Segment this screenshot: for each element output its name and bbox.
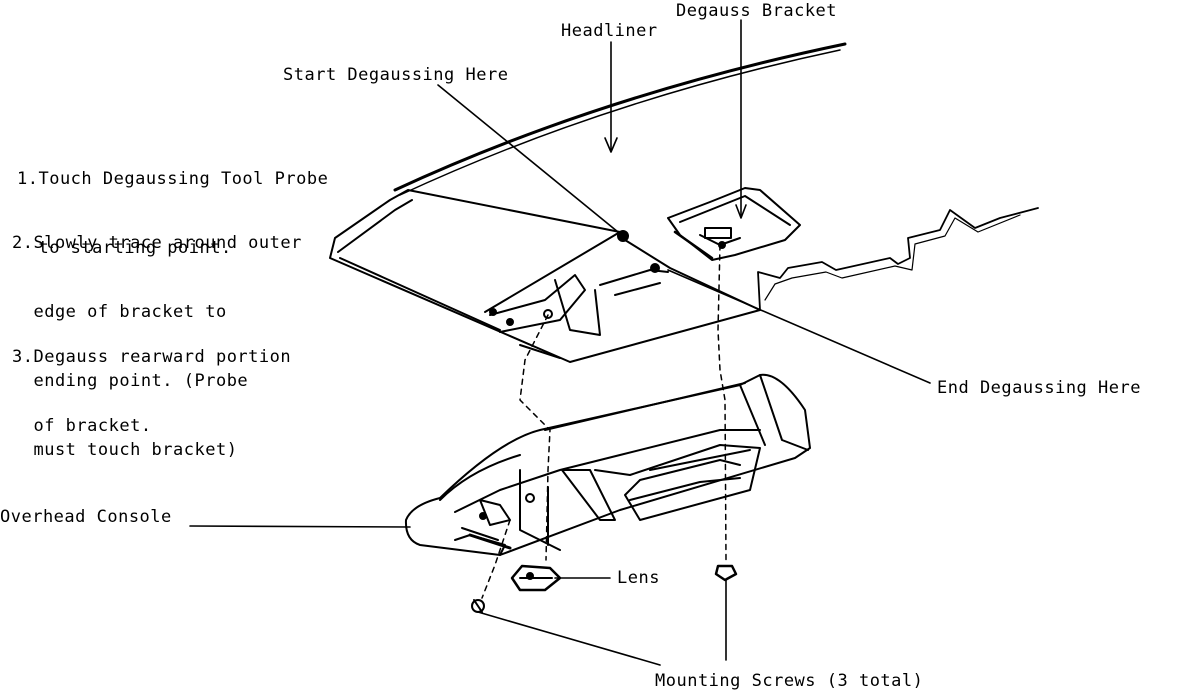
instruction-line: must touch bracket) [12,440,238,460]
lens-shape [510,564,562,592]
overhead-console-shape [404,373,811,556]
instruction-line: 1.Touch Degaussing Tool Probe [17,169,329,189]
leader-start-degaussing [437,84,619,233]
label-overhead-console: Overhead Console [0,507,172,527]
instruction-line: ending point. (Probe [12,371,249,391]
label-lens: Lens [617,568,660,588]
instruction-step-2: 2.Slowly trace around outer edge of brac… [12,186,302,485]
label-mounting-screws: Mounting Screws (3 total) [655,671,924,691]
instruction-line: of bracket. [12,416,152,436]
instruction-line: 2.Slowly trace around outer [12,233,302,253]
leader-end-degaussing [667,269,931,384]
degauss-bracket-shape [667,187,801,261]
align-line-screw-left [481,519,511,599]
align-line-right [717,244,727,561]
leader-screws-left [477,611,661,666]
headliner-edge [393,42,847,196]
align-line-left [519,314,551,561]
headliner-panel [329,189,761,363]
label-degauss-bracket: Degauss Bracket [676,1,838,21]
instruction-line: edge of bracket to [12,302,227,322]
mounting-screw-right [714,564,738,582]
instruction-step-3: 3.Degauss rearward portion of bracket. [12,300,291,461]
label-headliner: Headliner [561,21,658,41]
label-end-degaussing: End Degaussing Here [937,378,1141,398]
roof-section-line [757,207,1039,311]
label-start-degaussing: Start Degaussing Here [283,65,509,85]
instruction-line: 3.Degauss rearward portion [12,347,292,367]
leader-overhead-console [189,525,411,528]
instruction-line: to starting point. [17,238,232,258]
instruction-step-1: 1.Touch Degaussing Tool Probe to startin… [17,122,328,283]
mounting-screw-left [471,599,485,613]
